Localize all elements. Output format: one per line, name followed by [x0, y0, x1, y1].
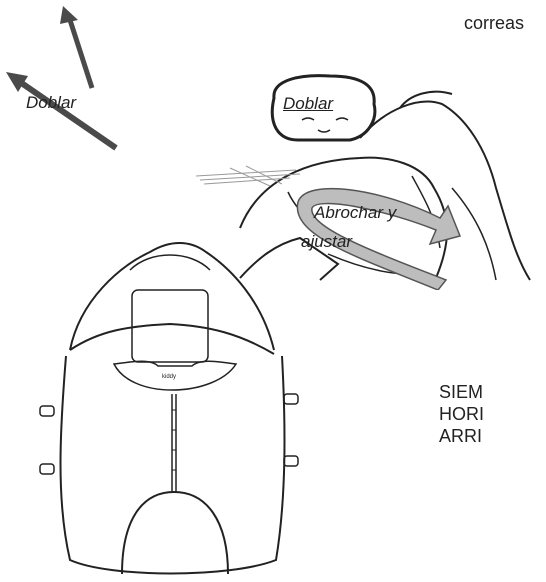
arrow-up-icon [60, 6, 92, 88]
label-siempre-line3: ARRIBA [439, 425, 483, 447]
label-doblar-left: Doblar [26, 93, 76, 113]
label-abrochar-line1: Abrochar y [314, 203, 396, 223]
label-correas: correas [464, 12, 524, 34]
label-siempre-line2: HORIZONTAL [439, 403, 483, 425]
label-siempre-line1: SIEMPRE [439, 381, 483, 403]
warning-text-block: SIEMPRE HORIZONTAL ARRIBA [439, 381, 483, 461]
cover-sketch [30, 230, 308, 582]
label-doblar-baby: Doblar [283, 94, 333, 114]
label-abrochar-line2: ajustar [301, 232, 352, 252]
brand-tag: kiddy [162, 374, 176, 380]
fold-arrows-illustration [0, 0, 140, 160]
